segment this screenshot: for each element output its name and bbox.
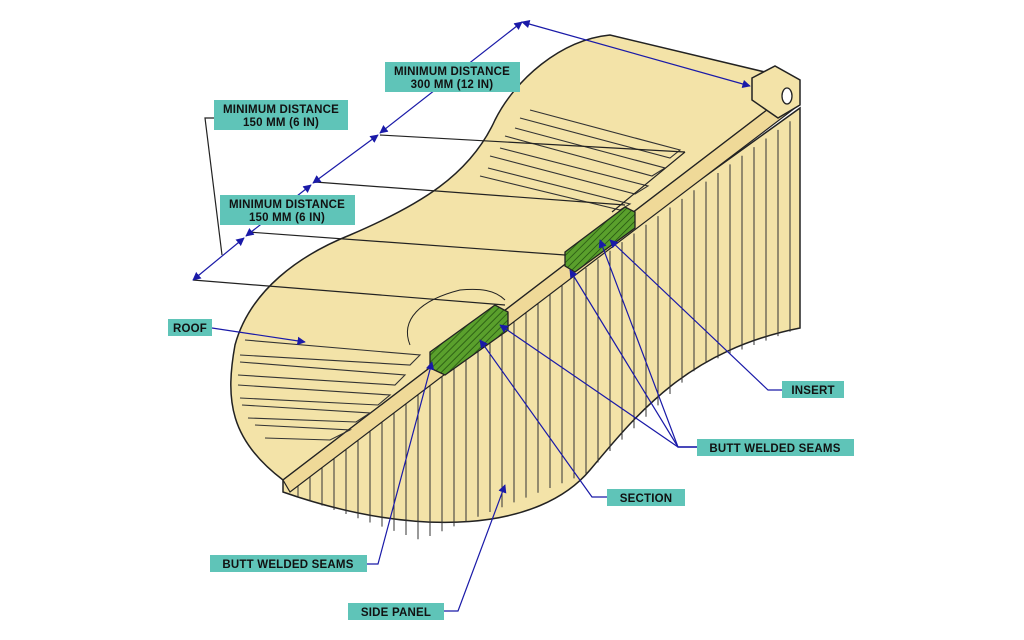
svg-text:SECTION: SECTION — [620, 493, 673, 505]
svg-text:BUTT WELDED SEAMS: BUTT WELDED SEAMS — [709, 443, 840, 455]
label-side-panel: SIDE PANEL — [348, 603, 444, 620]
label-roof: ROOF — [168, 319, 212, 336]
label-min-distance-150-top: MINIMUM DISTANCE 150 MM (6 IN) — [214, 100, 348, 130]
svg-text:BUTT WELDED SEAMS: BUTT WELDED SEAMS — [222, 559, 353, 571]
leader-lines — [211, 239, 782, 612]
label-section: SECTION — [607, 489, 685, 506]
svg-text:150 MM (6 IN): 150 MM (6 IN) — [243, 117, 319, 129]
svg-text:150 MM (6 IN): 150 MM (6 IN) — [249, 212, 325, 224]
svg-text:300 MM (12 IN): 300 MM (12 IN) — [411, 79, 494, 91]
svg-text:MINIMUM DISTANCE: MINIMUM DISTANCE — [229, 199, 345, 211]
svg-text:ROOF: ROOF — [173, 323, 207, 335]
svg-text:SIDE PANEL: SIDE PANEL — [361, 607, 431, 619]
svg-text:INSERT: INSERT — [791, 385, 834, 397]
svg-text:MINIMUM DISTANCE: MINIMUM DISTANCE — [394, 66, 510, 78]
side-panel — [282, 106, 801, 540]
label-min-distance-300: MINIMUM DISTANCE 300 MM (12 IN) — [385, 62, 520, 92]
svg-text:MINIMUM DISTANCE: MINIMUM DISTANCE — [223, 104, 339, 116]
label-butt-welded-seams-left: BUTT WELDED SEAMS — [210, 555, 367, 572]
label-min-distance-150-bottom: MINIMUM DISTANCE 150 MM (6 IN) — [220, 195, 355, 225]
label-butt-welded-seams-right: BUTT WELDED SEAMS — [697, 439, 854, 456]
label-insert: INSERT — [782, 381, 844, 398]
